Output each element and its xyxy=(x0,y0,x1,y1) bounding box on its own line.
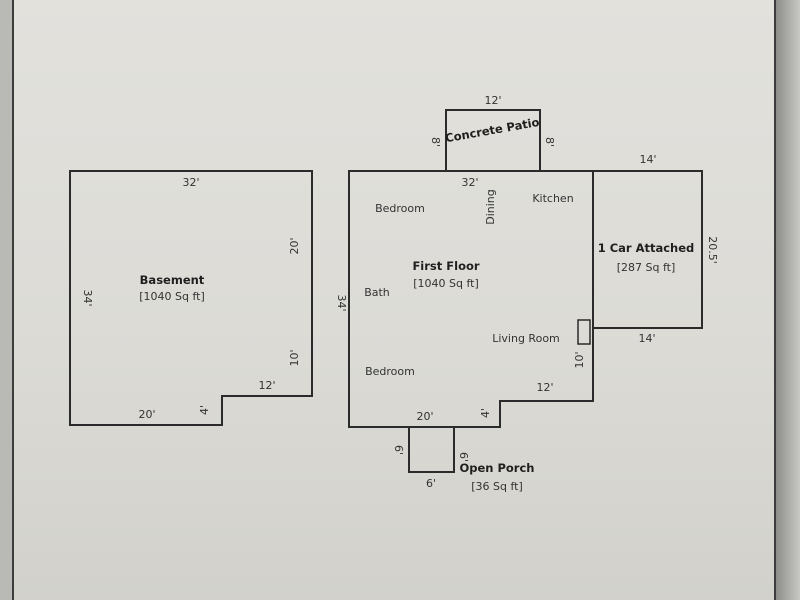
basement-right-lower-dimension: 10' xyxy=(288,349,301,366)
basement-step-horizontal-dimension: 12' xyxy=(258,379,275,392)
patio-title: Concrete Patio xyxy=(444,115,540,145)
room-label-bath: Bath xyxy=(364,286,390,299)
patio-right-dimension: 8' xyxy=(543,137,556,147)
porch-outline xyxy=(408,427,455,473)
room-label-living-room: Living Room xyxy=(492,332,560,345)
basement-bottom-dimension: 20' xyxy=(138,408,155,421)
basement-area: [1040 Sq ft] xyxy=(139,290,205,303)
basement-top-dimension: 32' xyxy=(182,176,199,189)
first-floor-step-vertical-dimension: 4' xyxy=(479,408,492,418)
basement-plan: 32' 34' 20' 10' 12' 4' 20' Basement [104… xyxy=(69,170,313,426)
first-floor-right-lower-dimension: 10' xyxy=(573,351,586,368)
drawing-paper xyxy=(12,0,776,600)
first-floor-top-dimension: 32' xyxy=(461,176,478,189)
garage-bottom-dimension: 14' xyxy=(638,332,655,345)
basement-left-dimension: 34' xyxy=(81,289,94,306)
room-label-dining: Dining xyxy=(484,189,497,225)
garage-right-dimension: 20.5' xyxy=(706,236,719,264)
background-edge xyxy=(776,0,800,600)
garage-area: [287 Sq ft] xyxy=(617,261,676,274)
basement-right-upper-dimension: 20' xyxy=(288,237,301,254)
basement-step-vertical-dimension: 4' xyxy=(198,405,211,415)
garage-title: 1 Car Attached xyxy=(598,241,695,255)
porch-area: [36 Sq ft] xyxy=(471,480,523,493)
first-floor-step-horizontal-dimension: 12' xyxy=(536,381,553,394)
garage-plan: 14' 20.5' 14' 1 Car Attached [287 Sq ft] xyxy=(593,153,719,345)
porch-plan: 6' 6' 6' Open Porch [36 Sq ft] xyxy=(392,427,535,493)
patio-plan: 12' 8' 8' Concrete Patio xyxy=(429,94,556,171)
basement-outline xyxy=(69,170,313,426)
first-floor-title: First Floor xyxy=(412,259,479,273)
room-label-kitchen: Kitchen xyxy=(532,192,573,205)
garage-outline xyxy=(593,170,703,329)
porch-left-dimension: 6' xyxy=(392,445,405,455)
patio-left-dimension: 8' xyxy=(429,137,442,147)
room-label-bedroom-top: Bedroom xyxy=(375,202,425,215)
patio-top-dimension: 12' xyxy=(484,94,501,107)
garage-top-dimension: 14' xyxy=(639,153,656,166)
basement-title: Basement xyxy=(140,273,205,287)
room-label-bedroom-bottom: Bedroom xyxy=(365,365,415,378)
porch-title: Open Porch xyxy=(459,461,534,475)
fireplace-symbol xyxy=(577,319,591,345)
first-floor-area: [1040 Sq ft] xyxy=(413,277,479,290)
porch-right-dimension: 6' xyxy=(457,452,470,462)
first-floor-left-dimension: 34' xyxy=(335,294,348,311)
porch-bottom-dimension: 6' xyxy=(426,477,436,490)
patio-outline xyxy=(445,109,541,171)
first-floor-bottom-dimension: 20' xyxy=(416,410,433,423)
first-floor-plan: 32' 34' 10' 12' 4' 20' Bedroom Dining Ki… xyxy=(335,170,594,428)
